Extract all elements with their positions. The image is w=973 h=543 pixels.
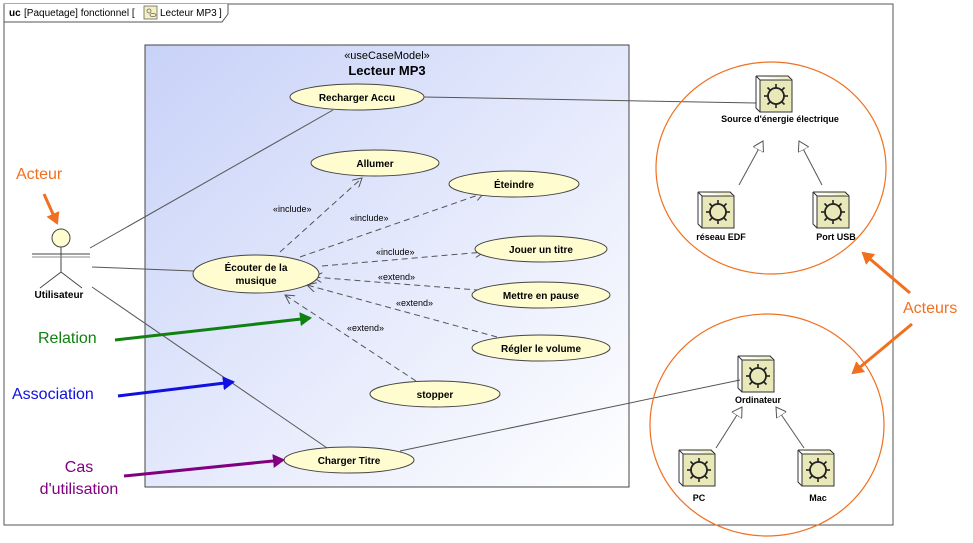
annotation-acteur: Acteur: [16, 166, 63, 183]
group-circle-ordinateur: [649, 313, 885, 537]
actor-utilisateur-label: Utilisateur: [35, 290, 84, 301]
annotation-arrow-acteurs-top: [861, 251, 911, 295]
actor-usb-label: Port USB: [816, 232, 856, 242]
generalizations-ordinateur: [715, 407, 805, 449]
actor-ordinateur-label: Ordinateur: [735, 395, 782, 405]
annotation-acteurs: Acteurs: [903, 300, 957, 317]
svg-text:Jouer un titre: Jouer un titre: [509, 245, 573, 256]
usecase-recharger-accu[interactable]: Recharger Accu: [289, 83, 425, 111]
annotation-relation: Relation: [38, 330, 97, 347]
usecase-mettre-en-pause[interactable]: Mettre en pause: [471, 281, 611, 309]
svg-text:Écouter de la: Écouter de la: [225, 261, 288, 274]
annotation-arrow-association: [117, 376, 235, 398]
relation-include-allumer: «include»: [273, 204, 312, 214]
usecase-stopper[interactable]: stopper: [369, 380, 501, 408]
svg-text:Recharger Accu: Recharger Accu: [319, 93, 395, 104]
usecase-ecouter-musique[interactable]: Écouter de la musique: [192, 254, 320, 294]
group-circle-energie: [655, 61, 887, 275]
frame-kind: uc: [9, 8, 21, 19]
diagram-icon: [143, 5, 158, 20]
actor-utilisateur[interactable]: [32, 228, 90, 289]
svg-text:Régler le volume: Régler le volume: [501, 344, 581, 355]
actor-icon-mac[interactable]: [797, 449, 835, 487]
annotation-arrow-relation: [114, 312, 312, 342]
relation-extend-stopper: «extend»: [347, 323, 384, 333]
svg-text:Éteindre: Éteindre: [494, 178, 534, 191]
generalizations-energie: [738, 141, 823, 186]
annotation-cas-l1: Cas: [65, 459, 93, 476]
frame-diagram-name: Lecteur MP3: [160, 8, 217, 19]
system-stereotype: «useCaseModel»: [344, 50, 430, 62]
usecase-jouer-titre[interactable]: Jouer un titre: [474, 235, 608, 263]
relation-extend-pause: «extend»: [378, 272, 415, 282]
dependencies: [279, 178, 498, 382]
actor-mac-label: Mac: [809, 493, 827, 503]
usecase-eteindre[interactable]: Éteindre: [448, 170, 580, 198]
relation-extend-volume: «extend»: [396, 298, 433, 308]
svg-text:Allumer: Allumer: [356, 159, 393, 170]
frame-header: [Paquetage] fonctionnel [: [24, 8, 135, 19]
relation-include-eteindre: «include»: [350, 213, 389, 223]
svg-text:Charger Titre: Charger Titre: [318, 456, 381, 467]
relation-include-jouer: «include»: [376, 247, 415, 257]
usecase-regler-volume[interactable]: Régler le volume: [471, 334, 611, 362]
actor-icon-ordinateur[interactable]: [737, 355, 775, 393]
svg-text:musique: musique: [235, 276, 277, 287]
frame-close: ]: [219, 8, 222, 19]
annotation-arrow-cas: [123, 454, 285, 478]
annotation-arrow-acteurs-bottom: [851, 322, 913, 375]
frame-tab: [3, 4, 229, 23]
system-name: Lecteur MP3: [348, 63, 425, 78]
associations: [89, 96, 757, 452]
actor-pc-label: PC: [693, 493, 706, 503]
annotation-arrow-acteur: [42, 193, 60, 225]
actor-icon-port-usb[interactable]: [812, 191, 850, 229]
usecase-allumer[interactable]: Allumer: [310, 149, 440, 177]
actor-edf-label: réseau EDF: [696, 232, 746, 242]
svg-text:Mettre en pause: Mettre en pause: [503, 291, 580, 302]
annotation-association: Association: [12, 386, 94, 403]
actor-source-label: Source d'énergie électrique: [721, 114, 839, 124]
actor-icon-source[interactable]: [755, 75, 793, 113]
svg-text:stopper: stopper: [417, 390, 454, 401]
annotation-cas-l2: d'utilisation: [40, 481, 119, 498]
actor-icon-pc[interactable]: [678, 449, 716, 487]
actor-icon-reseau-edf[interactable]: [697, 191, 735, 229]
usecase-charger-titre[interactable]: Charger Titre: [283, 446, 415, 474]
